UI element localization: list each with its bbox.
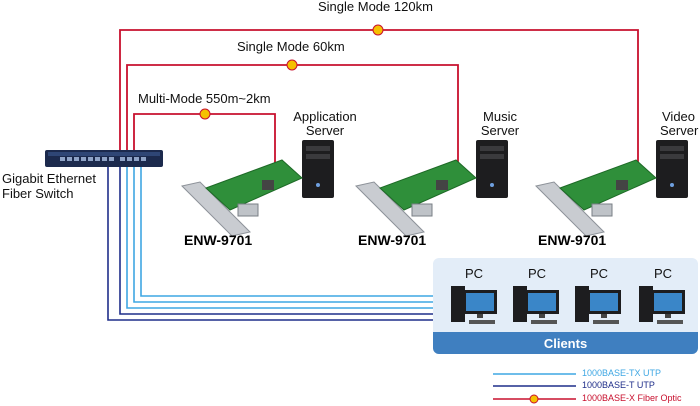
client-pcs — [451, 286, 685, 324]
fiber-marker-60 — [286, 59, 298, 71]
pc-label-4: PC — [654, 266, 673, 281]
switch-device — [45, 150, 163, 167]
fiber-markers — [199, 24, 384, 120]
fiber-marker-120 — [372, 24, 384, 36]
switch-label-line2: Fiber Switch — [2, 186, 74, 201]
server-label-3-line2: Server — [660, 123, 699, 138]
server-tower-1 — [302, 140, 334, 198]
network-card-1 — [181, 159, 303, 237]
network-card-2 — [355, 159, 477, 237]
server-tower-2 — [476, 140, 508, 198]
label-multi-mode: Multi-Mode 550m~2km — [138, 91, 271, 106]
clients-title: Clients — [543, 336, 588, 351]
pc-label-3: PC — [590, 266, 609, 281]
server-label-1-line2: Server — [305, 123, 345, 138]
utp-links — [107, 166, 448, 321]
server-label-2-line1: Music — [483, 109, 517, 124]
fiber-marker-multi — [199, 108, 211, 120]
pc-icon-3 — [575, 286, 621, 324]
model-label-3: ENW-9701 — [538, 232, 607, 248]
model-label-1: ENW-9701 — [184, 232, 253, 248]
server-label-1-line1: Application — [293, 109, 357, 124]
legend-label-t: 1000BASE-T UTP — [582, 380, 655, 390]
legend-fiber-marker — [529, 394, 539, 404]
switch-label-line1: Gigabit Ethernet — [2, 171, 96, 186]
server-tower-3 — [656, 140, 688, 198]
utp-link-1 — [140, 166, 448, 297]
utp-link-5 — [107, 166, 448, 321]
pc-label-2: PC — [528, 266, 547, 281]
label-single-mode-60: Single Mode 60km — [237, 39, 345, 54]
pc-icon-1 — [451, 286, 497, 324]
utp-link-2 — [133, 166, 448, 303]
utp-link-3 — [126, 166, 448, 309]
legend-label-tx: 1000BASE-TX UTP — [582, 368, 662, 378]
model-label-2: ENW-9701 — [358, 232, 427, 248]
pc-icon-4 — [639, 286, 685, 324]
server-label-3-line1: Video — [662, 109, 696, 124]
clients-bar — [433, 332, 698, 354]
network-card-3 — [535, 159, 657, 237]
utp-link-4 — [119, 166, 448, 315]
pc-label-1: PC — [465, 266, 484, 281]
label-single-mode-120: Single Mode 120km — [318, 0, 433, 14]
pc-icon-2 — [513, 286, 559, 324]
legend-label-fiber: 1000BASE-X Fiber Optic — [582, 393, 682, 403]
legend-lines — [493, 373, 576, 404]
server-label-2-line2: Server — [480, 123, 520, 138]
